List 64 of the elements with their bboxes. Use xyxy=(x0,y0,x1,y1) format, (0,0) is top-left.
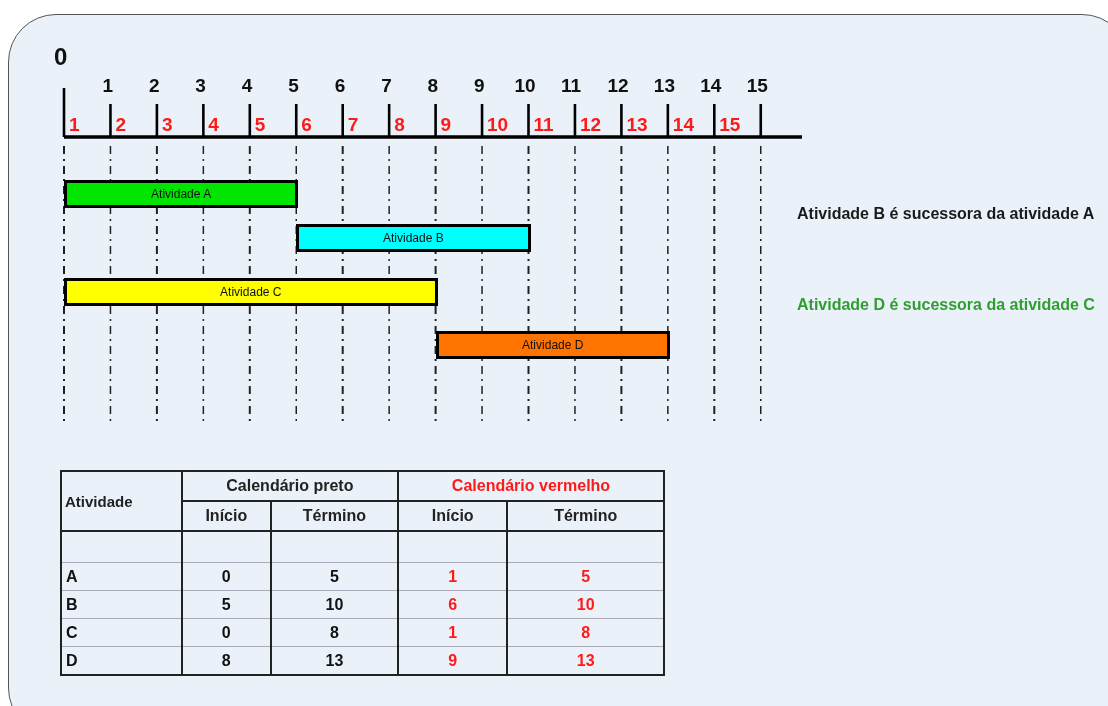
axis-number: 12 xyxy=(607,76,629,95)
axis-number: 4 xyxy=(241,76,253,95)
table-cell: 1 xyxy=(397,618,508,647)
axis-number: 7 xyxy=(347,115,359,134)
axis-number: 6 xyxy=(301,115,312,134)
axis-number: 10 xyxy=(487,115,509,134)
activity-bar xyxy=(435,331,670,359)
axis-number: 11 xyxy=(533,115,554,134)
note-text: Atividade B é sucessora da atividade A xyxy=(797,204,1096,224)
table-cell: 5 xyxy=(181,590,271,619)
activity-bar xyxy=(64,278,438,306)
activity-bar xyxy=(64,180,299,208)
axis-number: 6 xyxy=(334,76,346,95)
table-cell: A xyxy=(61,562,182,591)
header-cell: Calendário vermelho xyxy=(397,471,664,501)
axis-number: 15 xyxy=(746,76,768,95)
header-cell: Início xyxy=(397,501,508,531)
table-cell: 8 xyxy=(507,618,664,647)
axis-number: 15 xyxy=(719,115,741,134)
axis-number: 13 xyxy=(626,115,648,134)
table-cell: C xyxy=(61,618,182,647)
header-cell: Calendário preto xyxy=(181,471,398,501)
table-cell: 10 xyxy=(507,590,664,619)
axis-number: 4 xyxy=(208,115,219,134)
axis-number: 11 xyxy=(560,76,582,95)
axis-number: 5 xyxy=(254,115,266,134)
axis-number: 13 xyxy=(653,76,675,95)
axis-number: 8 xyxy=(394,115,405,134)
axis-number: 14 xyxy=(700,76,722,95)
table-cell: 10 xyxy=(270,590,398,619)
table-cell: 8 xyxy=(270,618,398,647)
axis-number: 10 xyxy=(514,76,536,95)
bar-label: Atividade C xyxy=(220,285,282,299)
axis-number: 1 xyxy=(69,115,80,134)
axis-number: 14 xyxy=(672,115,694,134)
axis-number: 0 xyxy=(54,45,68,69)
table-cell: 0 xyxy=(181,562,271,591)
table-cell: B xyxy=(61,590,182,619)
axis-number: 12 xyxy=(579,115,602,134)
axis-number: 3 xyxy=(195,76,206,95)
axis-number: 3 xyxy=(161,115,173,134)
table-cell: 5 xyxy=(507,562,664,591)
table-cell: 0 xyxy=(181,618,271,647)
bar-label: Atividade B xyxy=(383,231,444,245)
axis-number: 1 xyxy=(102,76,113,95)
table-cell: 1 xyxy=(397,562,508,591)
header-cell: Início xyxy=(181,501,271,531)
axis-number: 9 xyxy=(474,76,485,95)
bar-label: Atividade D xyxy=(522,338,584,352)
axis-number: 7 xyxy=(381,76,392,95)
header-cell: Término xyxy=(507,501,664,531)
header-cell: Atividade xyxy=(61,471,182,531)
axis-number: 8 xyxy=(427,76,439,95)
axis-number: 5 xyxy=(288,76,299,95)
activity-bar xyxy=(296,224,531,252)
axis-number: 2 xyxy=(148,76,160,95)
note-text: Atividade D é sucessora da atividade C xyxy=(797,295,1096,315)
table-cell: D xyxy=(61,646,182,675)
bar-label: Atividade A xyxy=(151,187,212,201)
axis-number: 2 xyxy=(115,115,126,134)
axis-number: 9 xyxy=(440,115,452,134)
table-cell: 6 xyxy=(397,590,508,619)
table-cell: 5 xyxy=(270,562,398,591)
header-cell: Término xyxy=(270,501,398,531)
